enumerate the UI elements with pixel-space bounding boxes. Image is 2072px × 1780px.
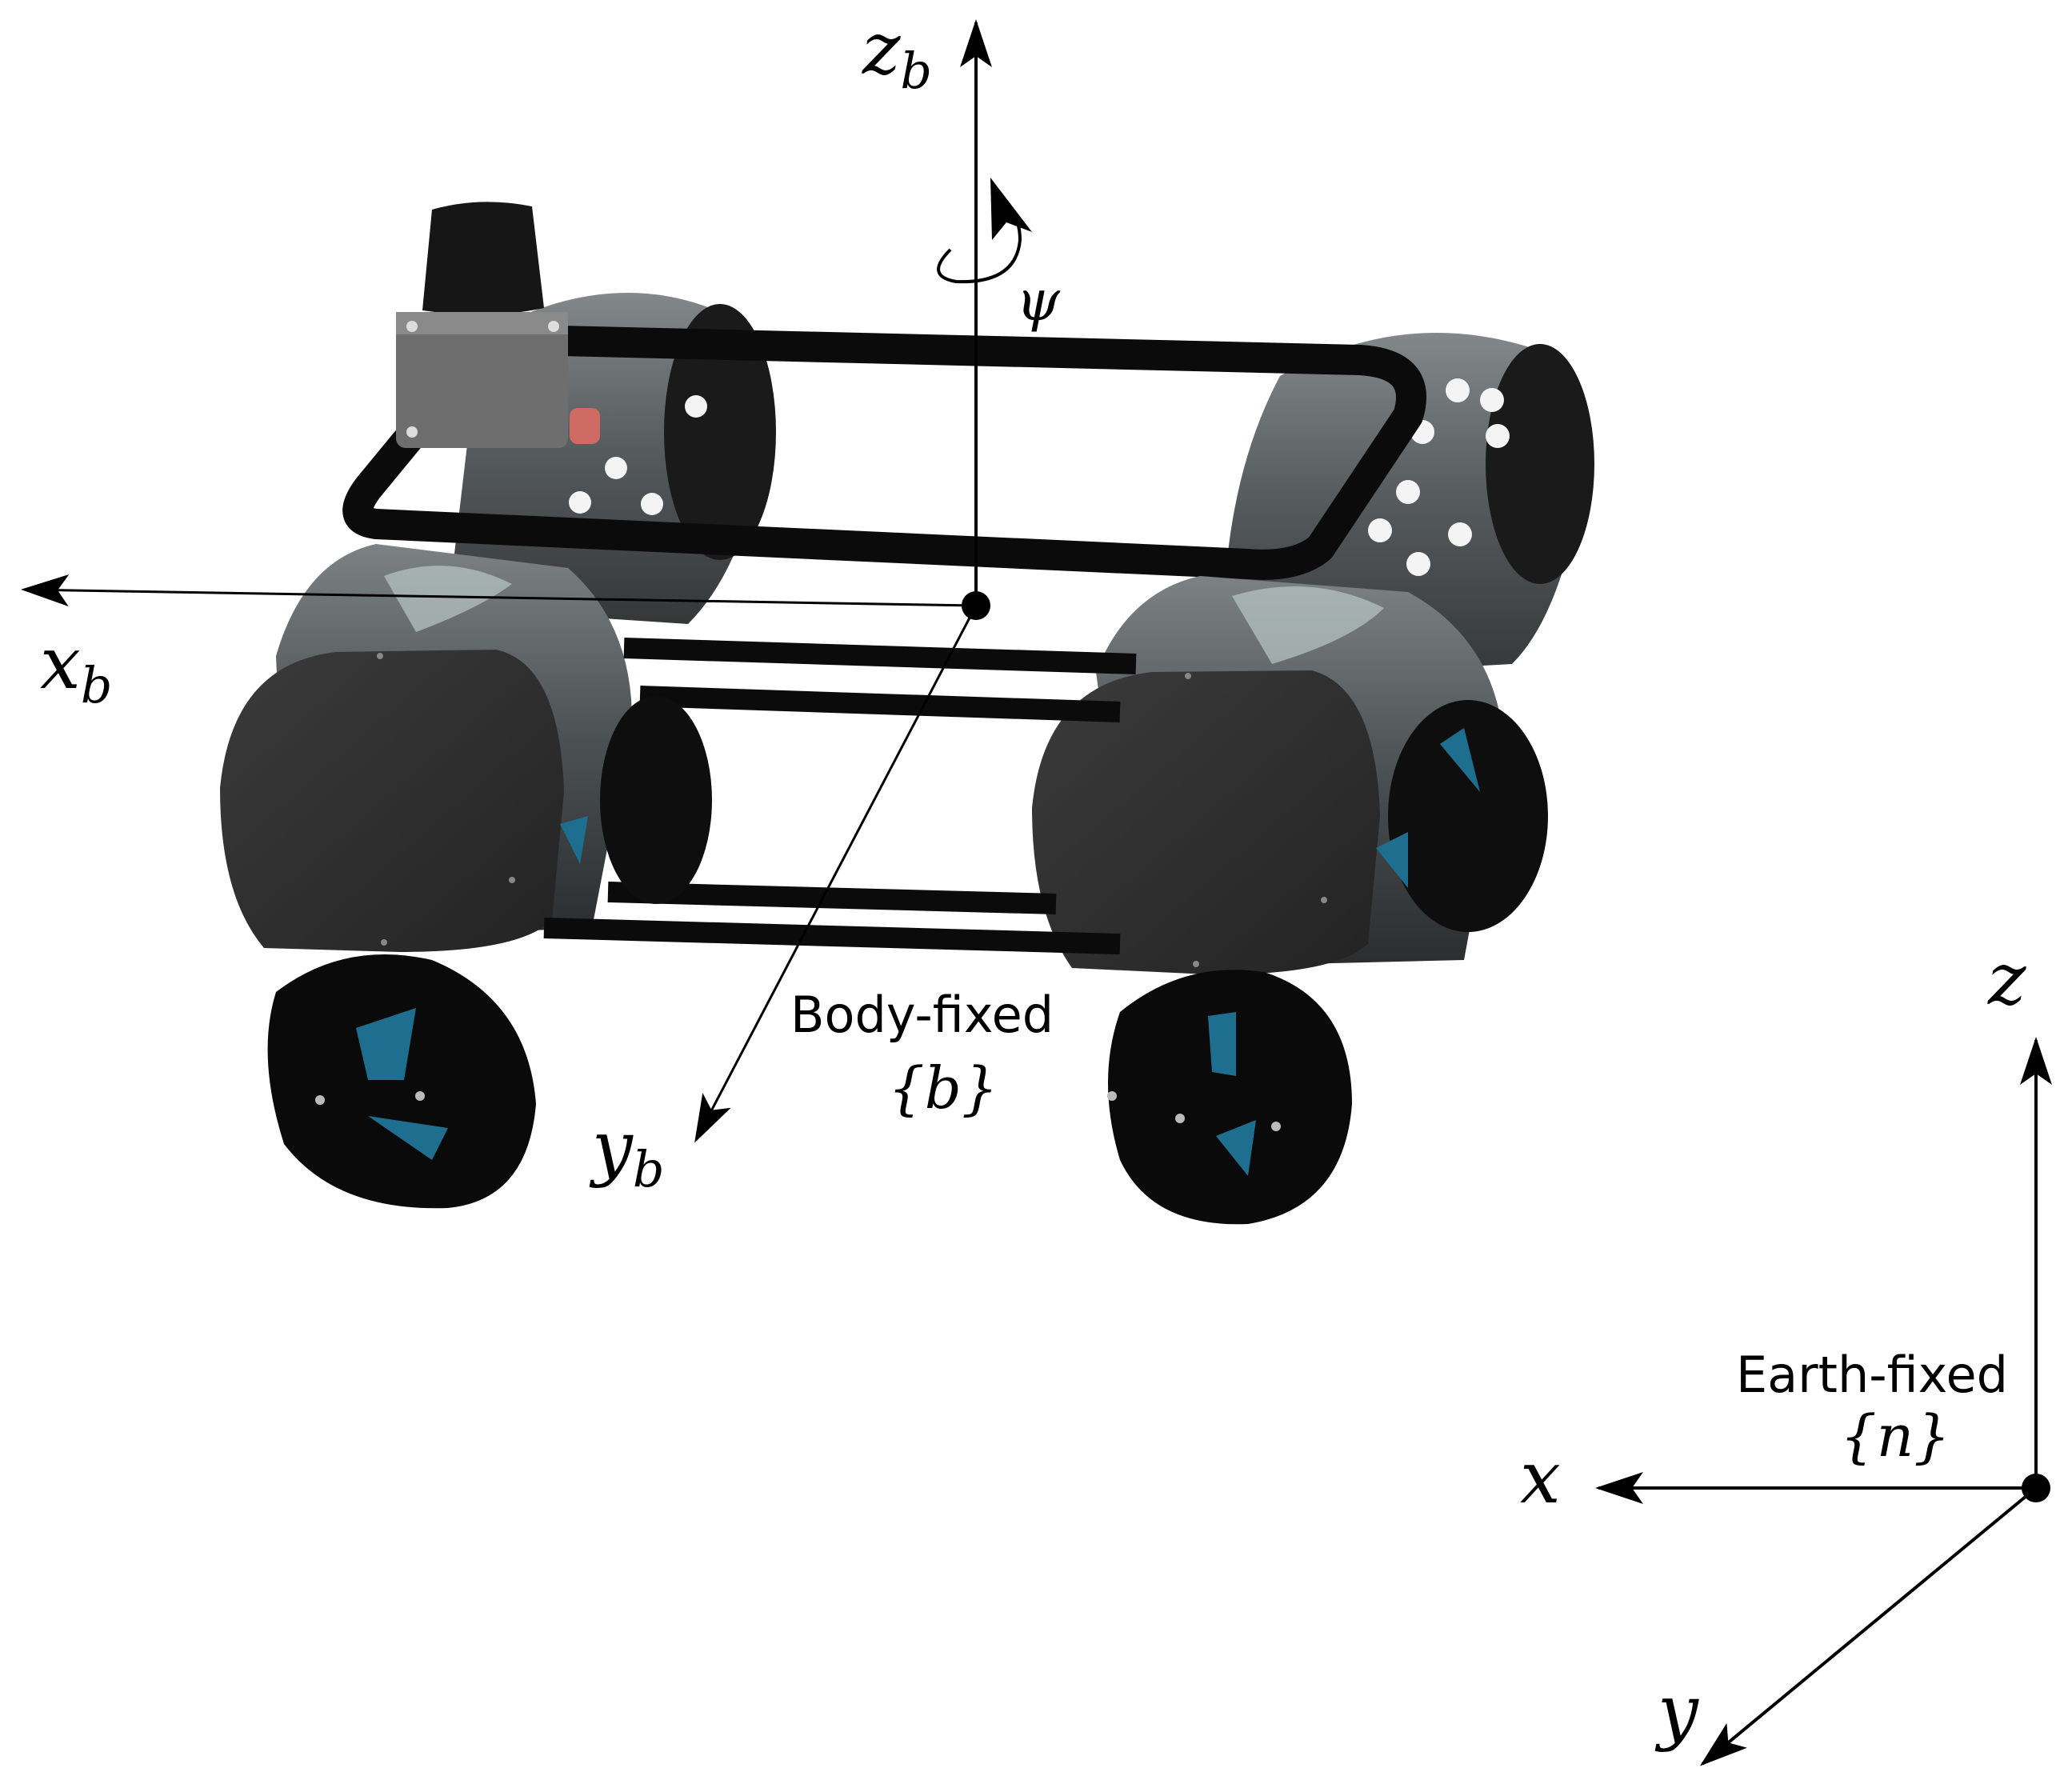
body-frame-symbol: {b} (888, 1054, 998, 1122)
body-frame (21, 19, 1032, 1143)
body-z-label: zb (862, 7, 932, 100)
earth-frame-symbol: {n} (1840, 1402, 1950, 1470)
lidar-sensor (396, 202, 600, 448)
earth-y-label: y (1654, 1670, 1699, 1754)
rotation-arrow-icon (937, 178, 1032, 284)
rear-left-thruster (560, 696, 712, 904)
front-left-thruster (267, 954, 536, 1209)
body-x-label: xb (40, 622, 112, 714)
body-frame-name: Body-fixed (790, 986, 1054, 1044)
robot-illustration (220, 202, 1594, 1225)
earth-z-label: z (1987, 938, 2026, 1022)
earth-frame-name: Earth-fixed (1736, 1346, 2008, 1404)
bottom-frame (543, 638, 1137, 954)
earth-x-label: x (1520, 1436, 1561, 1520)
left-front-tube (220, 544, 632, 952)
body-frame-labels: zb xb yb ψ Body-fixed {b} (40, 7, 1061, 1198)
front-right-thruster (1107, 970, 1352, 1225)
earth-y-axis (1699, 1486, 2038, 1766)
rear-right-thruster (1376, 700, 1548, 932)
earth-frame (1595, 1037, 2052, 1766)
body-y-label: yb (589, 1106, 665, 1198)
body-x-axis (21, 574, 977, 607)
yaw-label: ψ (1016, 268, 1061, 334)
earth-frame-labels: z x y Earth-fixed {n} (1520, 938, 2026, 1754)
earth-origin-dot-icon (2022, 1474, 2050, 1502)
origin-dot-icon (962, 591, 990, 620)
body-y-axis (694, 605, 978, 1143)
